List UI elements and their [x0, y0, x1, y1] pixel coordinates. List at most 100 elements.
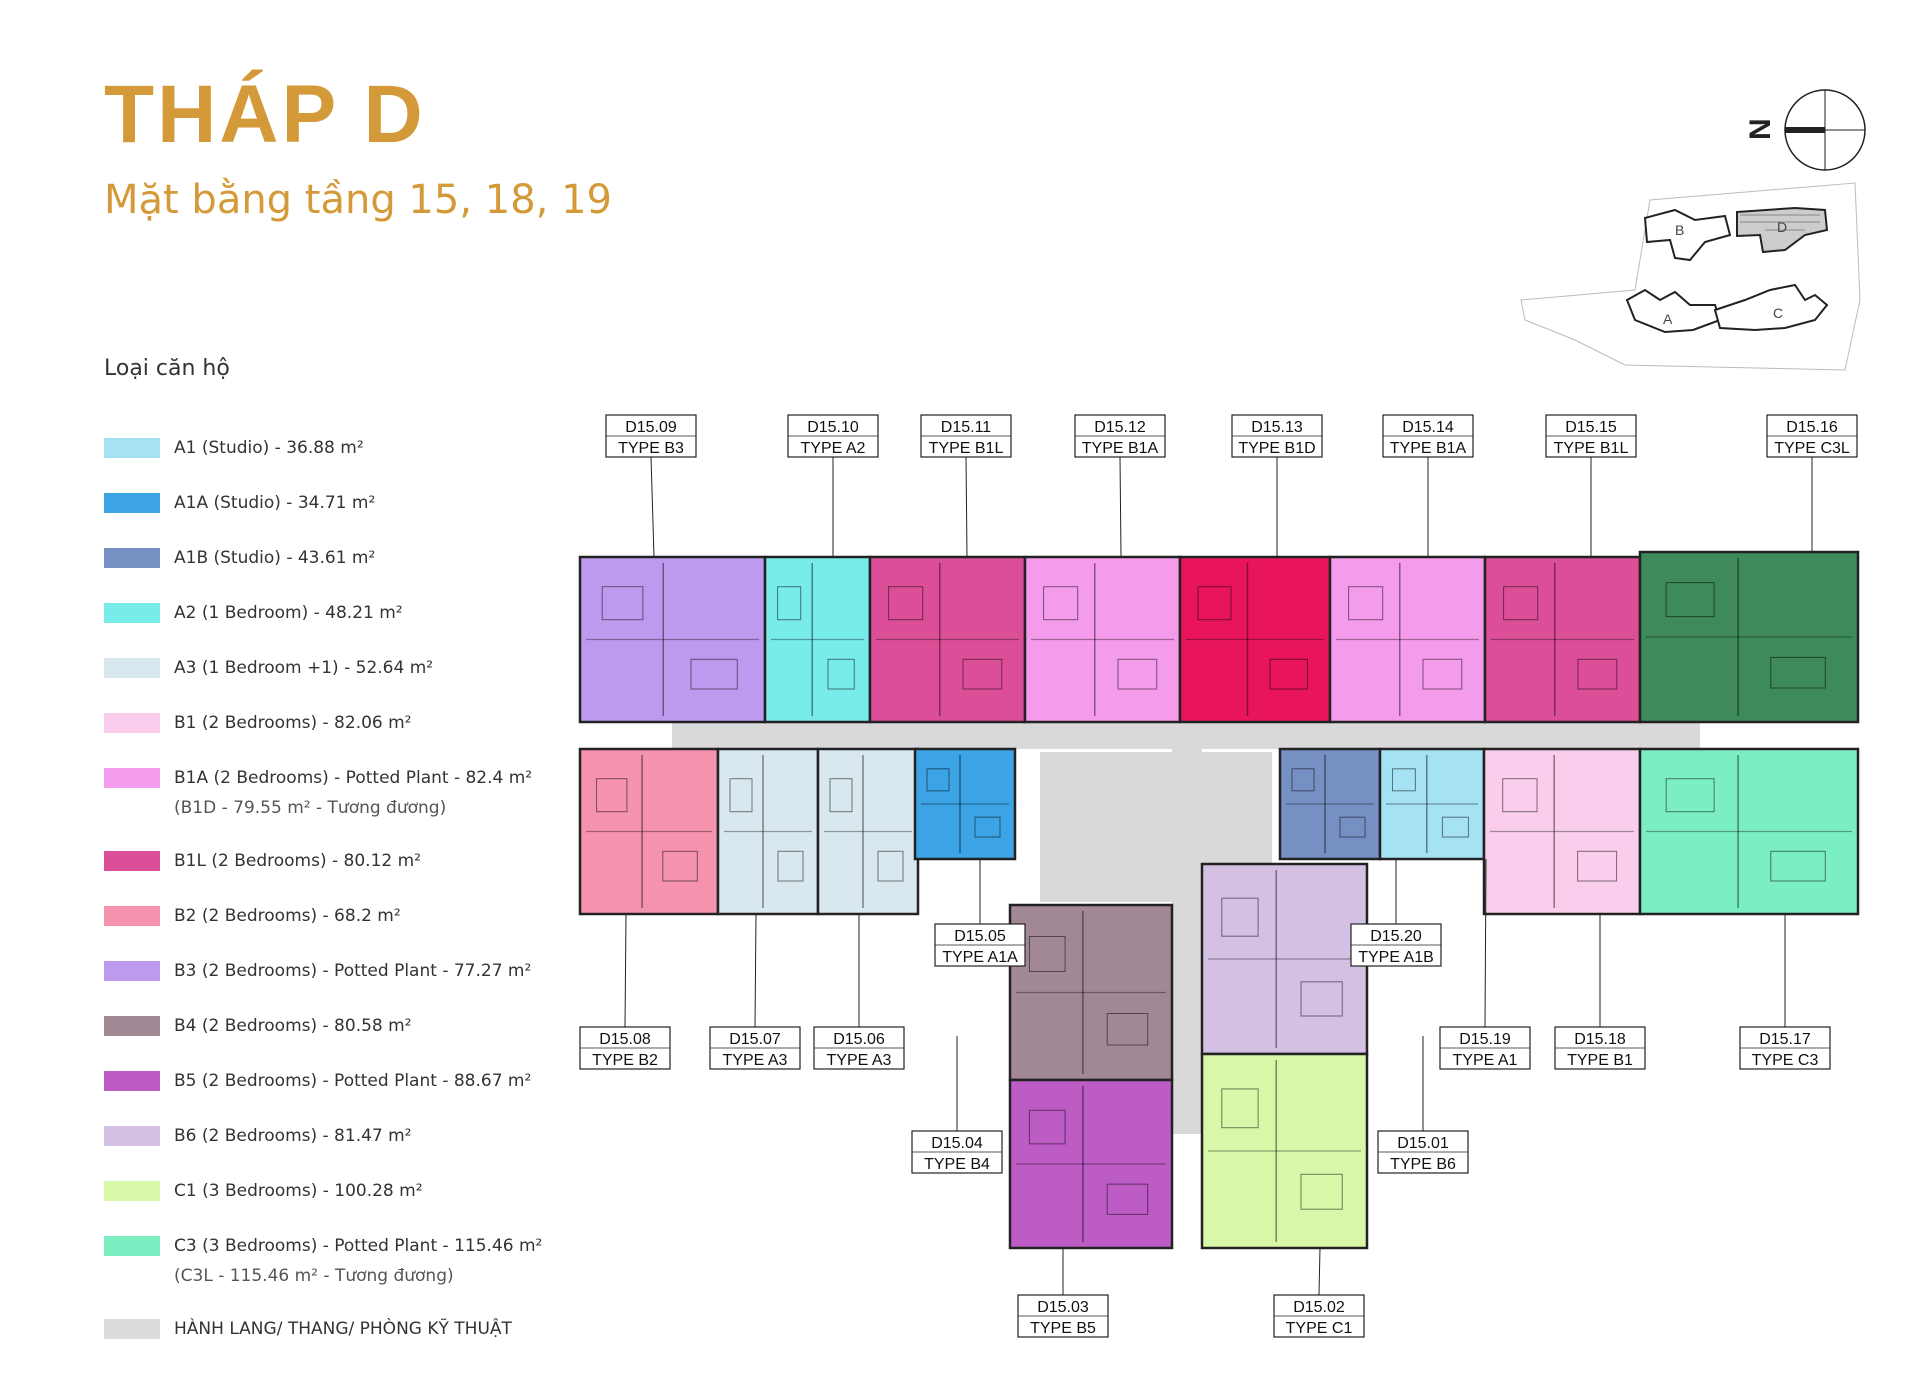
- legend-swatch: [104, 906, 160, 926]
- unit-code: D15.17: [1759, 1031, 1811, 1048]
- page-subtitle: Mặt bằng tầng 15, 18, 19: [104, 177, 612, 223]
- legend-label: A1B (Studio) - 43.61 m²: [174, 548, 376, 568]
- unit-a1b: [1278, 747, 1382, 861]
- furniture-bed-icon: [1348, 586, 1384, 621]
- legend-swatch: [104, 493, 160, 513]
- legend-label: HÀNH LANG/ THANG/ PHÒNG KỸ THUẬT: [174, 1319, 512, 1339]
- legend-label: B4 (2 Bedrooms) - 80.58 m²: [174, 1016, 412, 1036]
- unit-code: D15.01: [1397, 1135, 1449, 1152]
- unit-a3: [816, 747, 920, 916]
- furniture-bed-icon: [1770, 850, 1826, 882]
- furniture-bed-icon: [1028, 1109, 1066, 1145]
- legend-label: B1A (2 Bedrooms) - Potted Plant - 82.4 m…: [174, 768, 533, 788]
- core-stair: [1202, 752, 1272, 864]
- legend-label: C1 (3 Bedrooms) - 100.28 m²: [174, 1181, 423, 1201]
- furniture-bed-icon: [877, 850, 904, 882]
- legend-swatch: [104, 961, 160, 981]
- legend-swatch: [104, 438, 160, 458]
- leader-line: [624, 913, 627, 1028]
- furniture-bed-icon: [777, 850, 804, 882]
- furniture-bed-icon: [1043, 586, 1079, 621]
- unit-code: D15.14: [1402, 419, 1454, 436]
- furniture-bed-icon: [690, 658, 738, 690]
- furniture-bed-icon: [1577, 850, 1618, 882]
- unit-code: D15.06: [833, 1031, 885, 1048]
- unit-a1a: [913, 747, 1017, 861]
- furniture-bed-icon: [1502, 778, 1538, 813]
- furniture-bed-icon: [596, 778, 628, 813]
- unit-code: D15.15: [1565, 419, 1617, 436]
- furniture-bed-icon: [1106, 1013, 1149, 1046]
- leader-line: [1119, 456, 1122, 558]
- unit-type: TYPE B6: [1390, 1156, 1456, 1173]
- unit-code: D15.18: [1574, 1031, 1626, 1048]
- unit-type: TYPE B1A: [1082, 440, 1159, 457]
- compass: N: [1744, 89, 1866, 171]
- furniture-bed-icon: [1441, 816, 1469, 838]
- furniture-bed-icon: [1106, 1183, 1149, 1215]
- unit-type: TYPE A2: [801, 440, 866, 457]
- legend-note: (C3L - 115.46 m² - Tương đương): [174, 1266, 454, 1286]
- legend-swatch: [104, 1126, 160, 1146]
- legend-label: B3 (2 Bedrooms) - Potted Plant - 77.27 m…: [174, 961, 532, 981]
- block-b-outline: B: [1643, 208, 1732, 262]
- leader-line: [1318, 1247, 1321, 1296]
- furniture-bed-icon: [1221, 1088, 1259, 1129]
- block-a-label: A: [1663, 311, 1673, 327]
- leader-line: [1484, 858, 1487, 1028]
- unit-b1a: [1328, 555, 1487, 724]
- legend-label: A1 (Studio) - 36.88 m²: [174, 438, 364, 458]
- furniture-bed-icon: [777, 586, 802, 621]
- compass-north-label: N: [1744, 118, 1777, 140]
- block-c-outline: C: [1713, 283, 1829, 332]
- furniture-bed-icon: [888, 586, 924, 621]
- furniture-bed-icon: [662, 850, 698, 882]
- furniture-bed-icon: [962, 658, 1003, 690]
- unit-b1l: [868, 555, 1027, 724]
- unit-code: D15.02: [1293, 1299, 1345, 1316]
- unit-type: TYPE B1: [1567, 1052, 1633, 1069]
- unit-a2: [763, 555, 872, 724]
- legend-swatch: [104, 1236, 160, 1256]
- legend-swatch: [104, 658, 160, 678]
- unit-type: TYPE B2: [592, 1052, 658, 1069]
- furniture-bed-icon: [1339, 816, 1366, 838]
- unit-type: TYPE A1B: [1358, 949, 1434, 966]
- unit-code: D15.03: [1037, 1299, 1089, 1316]
- site-key-plan: B D A C: [1520, 182, 1861, 371]
- furniture-bed-icon: [1665, 582, 1715, 618]
- legend-label: B1L (2 Bedrooms) - 80.12 m²: [174, 851, 421, 871]
- block-b-label: B: [1675, 222, 1684, 238]
- unit-type: TYPE B5: [1030, 1320, 1096, 1337]
- furniture-bed-icon: [1269, 658, 1308, 690]
- block-d-outline: D: [1736, 206, 1829, 254]
- unit-b3: [578, 555, 767, 724]
- unit-code: D15.19: [1459, 1031, 1511, 1048]
- unit-c1: [1200, 1052, 1369, 1250]
- furniture-bed-icon: [926, 768, 950, 792]
- unit-type: TYPE A1A: [942, 949, 1018, 966]
- corridor-main: [672, 723, 1700, 749]
- unit-a3: [716, 747, 820, 916]
- corridor-vertical: [1172, 749, 1202, 1134]
- legend-swatch: [104, 851, 160, 871]
- furniture-bed-icon: [1300, 1173, 1343, 1210]
- furniture-bed-icon: [829, 778, 853, 813]
- unit-c3: [1638, 747, 1860, 916]
- legend-label: C3 (3 Bedrooms) - Potted Plant - 115.46 …: [174, 1236, 543, 1256]
- unit-type: TYPE A3: [723, 1052, 788, 1069]
- furniture-bed-icon: [1665, 778, 1715, 813]
- unit-type: TYPE B4: [924, 1156, 990, 1173]
- furniture-bed-icon: [827, 658, 855, 690]
- legend-swatch: [104, 1319, 160, 1339]
- unit-type: TYPE C3: [1752, 1052, 1819, 1069]
- unit-code: D15.12: [1094, 419, 1146, 436]
- furniture-bed-icon: [1300, 981, 1343, 1017]
- furniture-bed-icon: [1422, 658, 1463, 690]
- leader-line: [650, 456, 655, 558]
- legend-swatch: [104, 1181, 160, 1201]
- unit-c3l: [1638, 550, 1860, 724]
- unit-type: TYPE A3: [827, 1052, 892, 1069]
- legend-swatch: [104, 548, 160, 568]
- legend-label: B6 (2 Bedrooms) - 81.47 m²: [174, 1126, 412, 1146]
